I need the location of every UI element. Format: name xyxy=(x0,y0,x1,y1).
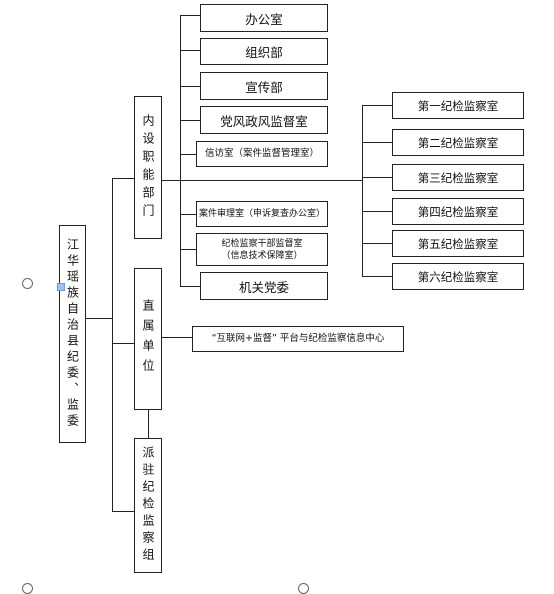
connector-line xyxy=(362,142,392,143)
shape-handle-left[interactable] xyxy=(22,278,33,289)
publicity-box: 宣传部 xyxy=(200,72,328,100)
party-committee-label: 机关党委 xyxy=(238,279,289,295)
cadre-supervision-text: 纪检监察干部监督室 （信息技术保障室） xyxy=(221,238,302,262)
connector-line xyxy=(180,249,196,250)
inspection-room-4: 第四纪检监察室 xyxy=(392,198,524,225)
connector-line xyxy=(180,286,200,287)
connector-line xyxy=(362,105,392,106)
anchor-icon[interactable] xyxy=(57,283,65,291)
office-box: 办公室 xyxy=(200,4,328,32)
connector-line xyxy=(86,318,112,319)
dispatched-group-label: 派驻纪检监察组 xyxy=(141,446,155,565)
info-center-label: “互联网+监督” 平台与纪检监察信息中心 xyxy=(211,333,385,344)
connector-line xyxy=(112,178,113,512)
trial-label: 案件审理室（申诉复查办公室） xyxy=(198,209,325,219)
connector-line xyxy=(362,243,392,244)
organization-label: 组织部 xyxy=(245,45,283,60)
inspection-room-1: 第一纪检监察室 xyxy=(392,92,524,119)
connector-line xyxy=(362,211,392,212)
shape-handle-bottom-left[interactable] xyxy=(22,583,33,594)
publicity-label: 宣传部 xyxy=(245,79,283,95)
cadre-supervision-sublabel: （信息技术保障室） xyxy=(221,250,303,261)
shape-handle-bottom-center[interactable] xyxy=(298,583,309,594)
inspection-room-label: 第一纪检监察室 xyxy=(417,98,499,113)
connector-line xyxy=(162,337,192,338)
trial-box: 案件审理室（申诉复查办公室） xyxy=(196,201,328,227)
inspection-room-label: 第二纪检监察室 xyxy=(417,135,499,150)
inspection-room-label: 第四纪检监察室 xyxy=(417,204,499,219)
root-label: 江华瑶族自治县纪委、监委 xyxy=(65,238,80,430)
connector-line xyxy=(112,511,134,512)
inspection-room-2: 第二纪检监察室 xyxy=(392,129,524,156)
inspection-room-label: 第六纪检监察室 xyxy=(417,269,499,284)
connector-line xyxy=(362,105,363,276)
inspection-room-label: 第五纪检监察室 xyxy=(417,236,499,251)
petition-box: 信访室（案件监督管理室） xyxy=(196,141,328,167)
connector-line xyxy=(362,177,392,178)
direct-units-group: 直属单位 xyxy=(134,268,162,410)
root-node: 江华瑶族自治县纪委、监委 xyxy=(59,225,86,443)
office-label: 办公室 xyxy=(245,11,283,27)
direct-units-label: 直属单位 xyxy=(141,299,155,379)
cadre-supervision-box: 纪检监察干部监督室 （信息技术保障室） xyxy=(196,233,328,266)
connector-line xyxy=(162,180,362,181)
info-center-box: “互联网+监督” 平台与纪检监察信息中心 xyxy=(192,326,404,352)
connector-line xyxy=(148,410,149,438)
inspection-room-5: 第五纪检监察室 xyxy=(392,230,524,257)
inspection-room-3: 第三纪检监察室 xyxy=(392,164,524,191)
connector-line xyxy=(112,178,136,179)
internal-departments-group: 内设职能部门 xyxy=(134,96,162,239)
internal-departments-label: 内设职能部门 xyxy=(141,113,155,222)
conduct-supervision-label: 党风政风监督室 xyxy=(220,113,308,129)
connector-line xyxy=(180,15,200,16)
cadre-supervision-label: 纪检监察干部监督室 xyxy=(221,238,303,249)
connector-line xyxy=(180,86,200,87)
connector-line xyxy=(180,214,196,215)
connector-line xyxy=(180,154,196,155)
dispatched-group: 派驻纪检监察组 xyxy=(134,438,162,573)
organization-box: 组织部 xyxy=(200,38,328,65)
party-committee-box: 机关党委 xyxy=(200,272,328,300)
connector-line xyxy=(180,120,200,121)
petition-label: 信访室（案件监督管理室） xyxy=(204,148,319,159)
connector-line xyxy=(112,343,134,344)
inspection-room-6: 第六纪检监察室 xyxy=(392,263,524,290)
inspection-room-label: 第三纪检监察室 xyxy=(417,170,499,185)
connector-line xyxy=(180,50,200,51)
connector-line xyxy=(180,15,181,287)
connector-line xyxy=(362,276,392,277)
conduct-supervision-box: 党风政风监督室 xyxy=(200,106,328,134)
